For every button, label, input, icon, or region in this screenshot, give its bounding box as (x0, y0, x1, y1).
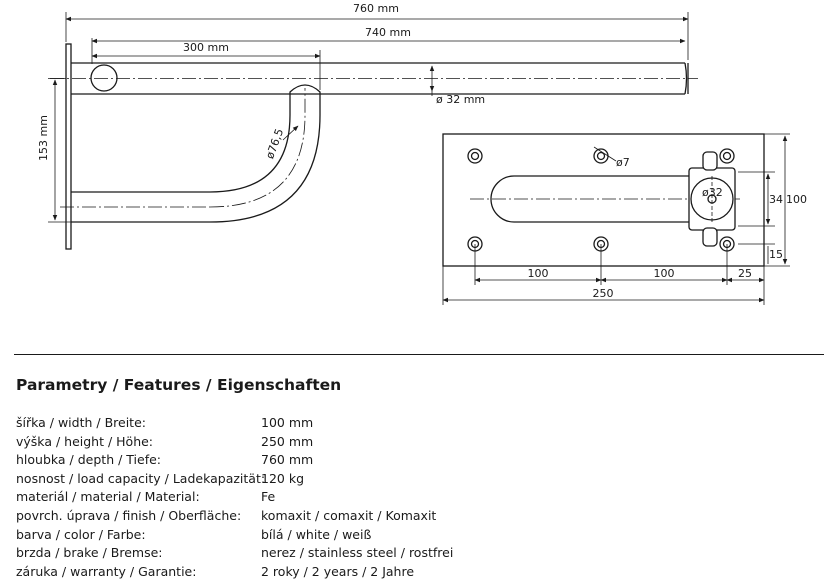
main-tube (71, 62, 685, 95)
param-value: 100 mm (261, 415, 314, 430)
param-row-finish: povrch. úprava / finish / Oberfläche: ko… (16, 508, 816, 527)
dim-overall-length: 760 mm (353, 2, 399, 15)
param-value: 2 roky / 2 years / 2 Jahre (261, 563, 415, 579)
param-label: barva / color / Farbe: (16, 526, 146, 542)
param-value: nerez / stainless steel / rostfrei (261, 545, 454, 561)
param-row-load-capacity: nosnost / load capacity / Ladekapazität:… (16, 471, 816, 490)
dim-tube-diameter: ø 32 mm (436, 93, 485, 106)
param-label: šířka / width / Breite: (16, 415, 146, 430)
dim-pin-diameter: ø32 (702, 186, 723, 199)
dim-spacing-a: 100 (528, 267, 549, 280)
bent-arm (71, 84, 321, 223)
param-value: bílá / white / weiß (261, 526, 372, 542)
tube-end-circle (90, 64, 118, 92)
dim-plate-length: 250 (593, 287, 614, 300)
param-row-brake: brzda / brake / Bremse: nerez / stainles… (16, 545, 816, 564)
param-label: hloubka / depth / Tiefe: (16, 452, 161, 468)
param-row-height: výška / height / Höhe: 250 mm (16, 434, 816, 453)
dim-edge-offset: 25 (738, 267, 752, 280)
section-title: Parametry / Features / Eigenschaften (16, 376, 342, 394)
mounting-holes (467, 148, 735, 252)
wall-plate (65, 43, 72, 250)
param-row-width: šířka / width / Breite: 100 mm (16, 415, 816, 434)
dim-plate-width: 100 (786, 193, 807, 206)
param-row-depth: hloubka / depth / Tiefe: 760 mm (16, 452, 816, 471)
param-label: povrch. úprava / finish / Oberfläche: (16, 507, 242, 523)
param-label: brzda / brake / Bremse: (16, 545, 163, 561)
dim-spacing-b: 100 (654, 267, 675, 280)
param-label: materiál / material / Material: (16, 489, 200, 505)
param-label: záruka / warranty / Garantie: (16, 563, 197, 579)
divider-line (14, 354, 824, 355)
dim-plate-edge: 15 (769, 248, 783, 261)
param-value: Fe (261, 489, 276, 505)
param-row-material: materiál / material / Material: Fe (16, 489, 816, 508)
param-row-warranty: záruka / warranty / Garantie: 2 roky / 2… (16, 564, 816, 583)
param-row-color: barva / color / Farbe: bílá / white / we… (16, 527, 816, 546)
dim-hook-offset: 300 mm (183, 41, 229, 54)
parameters-table: šířka / width / Breite: 100 mm výška / h… (16, 415, 816, 582)
param-value: 760 mm (261, 452, 314, 468)
param-value: 250 mm (261, 433, 314, 449)
dim-hole-diameter: ø7 (616, 156, 630, 169)
param-value: 120 kg (261, 470, 305, 486)
param-label: výška / height / Höhe: (16, 433, 154, 449)
dim-plate-hole-spacing: 34 (769, 193, 783, 206)
hinge-bracket (688, 151, 736, 247)
arm-slot (490, 175, 700, 223)
param-value: komaxit / comaxit / Komaxit (261, 507, 437, 523)
side-view (48, 12, 698, 250)
plate-view (442, 133, 790, 305)
param-label: nosnost / load capacity / Ladekapazität: (16, 470, 266, 486)
technical-drawing: 760 mm 740 mm 300 mm 153 mm ø76,5 ø 32 m… (37, 2, 807, 305)
dim-height: 153 mm (37, 115, 50, 161)
dim-bar-length: 740 mm (365, 26, 411, 39)
